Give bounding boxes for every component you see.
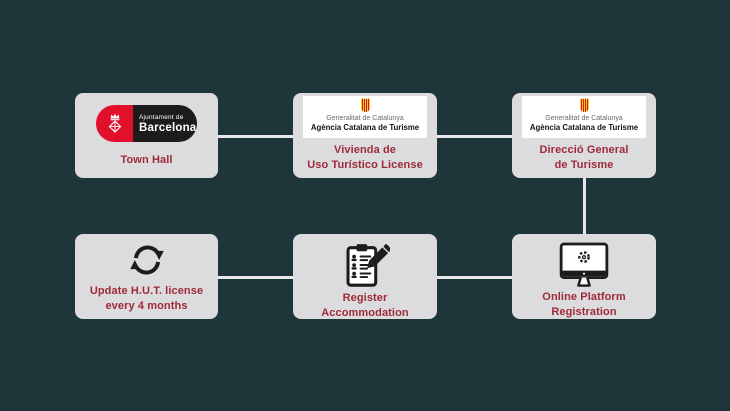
ajuntament-logo-line1: Ajuntament de xyxy=(139,113,184,121)
node-label-line: Registration xyxy=(551,306,617,318)
generalitat-logo: Generalitat de Catalunya Agència Catalan… xyxy=(303,96,427,138)
node-label-line: Town Hall xyxy=(120,153,173,166)
node-label-register: Register Accommodation xyxy=(293,291,437,321)
node-town-hall: Ajuntament de Barcelona Town Hall xyxy=(75,93,218,178)
monitor-gear-icon xyxy=(556,241,612,290)
connector-register-update xyxy=(218,276,293,279)
ajuntament-barcelona-logo: Ajuntament de Barcelona xyxy=(96,105,197,142)
senyera-emblem-icon xyxy=(579,98,589,113)
ajuntament-logo-text: Ajuntament de Barcelona xyxy=(133,105,197,142)
node-vivienda-license: Generalitat de Catalunya Agència Catalan… xyxy=(293,93,437,178)
node-online-platform: Online Platform Registration xyxy=(512,234,656,319)
node-label-line: every 4 months xyxy=(105,300,188,312)
generalitat-logo-line2: Agència Catalana de Turisme xyxy=(529,123,639,132)
connector-townhall-vivienda xyxy=(218,135,293,138)
ajuntament-logo-line2: Barcelona xyxy=(139,121,197,134)
node-label-line: Direcció General xyxy=(539,144,629,156)
barcelona-crest-background xyxy=(96,105,133,142)
node-label-online-platform: Online Platform Registration xyxy=(512,290,656,320)
node-label-line: Accommodation xyxy=(321,307,409,319)
node-label-vivienda: Vivienda de Uso Turístico License xyxy=(293,138,437,178)
node-label-line: Vivienda de xyxy=(333,144,397,156)
generalitat-logo-line2: Agència Catalana de Turisme xyxy=(310,123,420,132)
node-label-line: de Turisme xyxy=(554,159,614,171)
node-label-line: Update H.U.T. license xyxy=(89,285,204,297)
generalitat-logo-line1: Generalitat de Catalunya xyxy=(545,115,623,122)
node-update-hut-license: Update H.U.T. license every 4 months xyxy=(75,234,218,319)
node-register-accommodation: Register Accommodation xyxy=(293,234,437,319)
refresh-icon xyxy=(128,241,166,279)
generalitat-logo-line1: Generalitat de Catalunya xyxy=(326,115,404,122)
connector-online-register xyxy=(437,276,512,279)
node-label-line: Register xyxy=(342,292,388,304)
node-label-town-hall: Town Hall xyxy=(75,142,218,178)
connector-direccio-online xyxy=(583,178,586,234)
barcelona-crest-icon xyxy=(108,113,121,133)
node-label-line: Online Platform xyxy=(542,291,626,303)
node-direccio-general: Generalitat de Catalunya Agència Catalan… xyxy=(512,93,656,178)
node-label-direccio: Direcció General de Turisme xyxy=(512,138,656,178)
generalitat-logo: Generalitat de Catalunya Agència Catalan… xyxy=(522,96,646,138)
clipboard-pencil-icon xyxy=(340,241,390,291)
senyera-emblem-icon xyxy=(360,98,370,113)
node-label-update-hut: Update H.U.T. license every 4 months xyxy=(75,279,218,319)
connector-vivienda-direccio xyxy=(437,135,512,138)
node-label-line: Uso Turístico License xyxy=(307,159,423,171)
